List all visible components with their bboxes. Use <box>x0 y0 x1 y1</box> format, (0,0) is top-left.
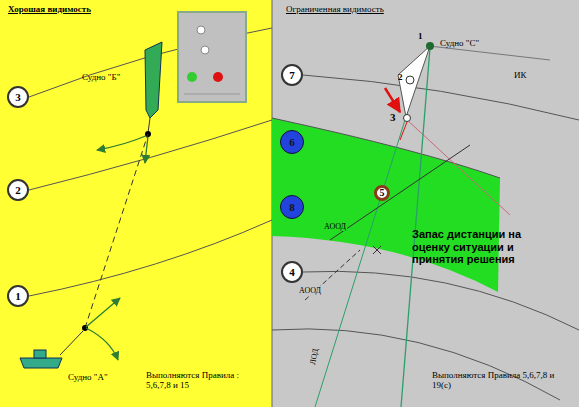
diagram-label: 3 <box>390 111 396 124</box>
diagram-label: Судно "А" <box>68 372 108 382</box>
range-number: 5 <box>380 188 385 198</box>
range-number: 8 <box>289 202 295 213</box>
range-number: 2 <box>15 185 21 196</box>
range-marker: 8 <box>280 195 304 219</box>
panel-restricted <box>272 0 579 407</box>
diagram-label: ЛОД <box>308 347 320 367</box>
range-marker: 7 <box>281 64 303 86</box>
range-marker: 2 <box>7 179 29 201</box>
range-marker: 3 <box>7 86 29 108</box>
diagram-label: Выполняются Правила : 5,6,7,8 и 15 <box>146 370 264 391</box>
ship-c-sector <box>398 46 430 117</box>
diagram-label: Ограниченная видимость <box>286 4 384 14</box>
diagram-label: Судно "С" <box>440 38 479 48</box>
range-number: 6 <box>289 137 295 148</box>
diagram-label: 1 <box>418 31 423 41</box>
range-number: 3 <box>15 92 21 103</box>
diagram-label: АООД <box>298 286 322 295</box>
range-marker: 5 <box>374 185 390 201</box>
range-number: 7 <box>289 70 295 81</box>
diagram-label: АООД <box>323 222 347 231</box>
diagram-label: Выполняются Правила 5,6,7,8 и 19(с) <box>432 370 564 391</box>
ship-a <box>20 358 62 368</box>
diagram-label: 2 <box>398 72 403 82</box>
diagram-label: Запас дистанции на оценку ситуации и при… <box>412 228 552 266</box>
range-number: 4 <box>289 267 295 278</box>
ship-b <box>145 42 162 118</box>
range-marker: 6 <box>280 130 304 154</box>
range-marker: 4 <box>281 261 303 283</box>
panel-good <box>0 0 272 407</box>
diagram-label: ИК <box>514 70 527 80</box>
lights-inset <box>178 12 246 102</box>
range-marker: 1 <box>7 285 29 307</box>
range-number: 1 <box>15 291 21 302</box>
diagram-label: Хорошая видимость <box>8 4 91 14</box>
safety-band <box>272 118 500 292</box>
diagram-label: Судно "Б" <box>82 72 120 82</box>
